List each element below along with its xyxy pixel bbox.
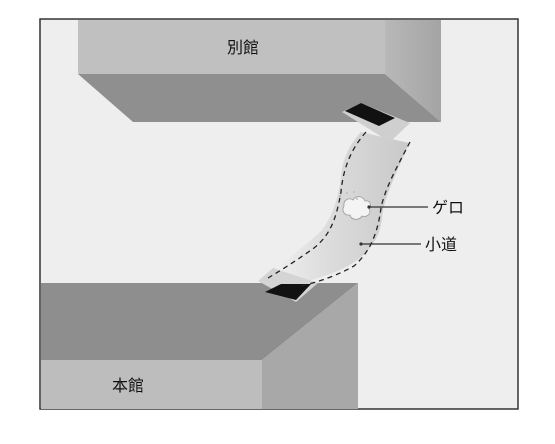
vomit-label: ゲロ [432, 198, 464, 217]
path-leader-dot [359, 242, 363, 246]
main-building [41, 283, 358, 409]
annex-roof [78, 20, 385, 74]
main-doorway-opening [265, 284, 311, 300]
path-label: 小道 [425, 235, 457, 254]
vomit-splat [338, 191, 371, 220]
main-top-wall [41, 283, 358, 360]
annex-side-wall [385, 20, 441, 122]
alley-edge-upper [267, 131, 367, 279]
alley-surface [262, 132, 409, 285]
vomit-leader-dot [367, 205, 371, 209]
main-side-wall [262, 283, 358, 409]
alley-edge-lower [299, 141, 411, 287]
annex-doorway-opening [345, 103, 395, 126]
alley [258, 103, 411, 302]
annex-building [78, 20, 441, 122]
annex-label: 別館 [227, 38, 259, 57]
main-front [41, 360, 262, 409]
main-building-label: 本館 [112, 376, 144, 395]
